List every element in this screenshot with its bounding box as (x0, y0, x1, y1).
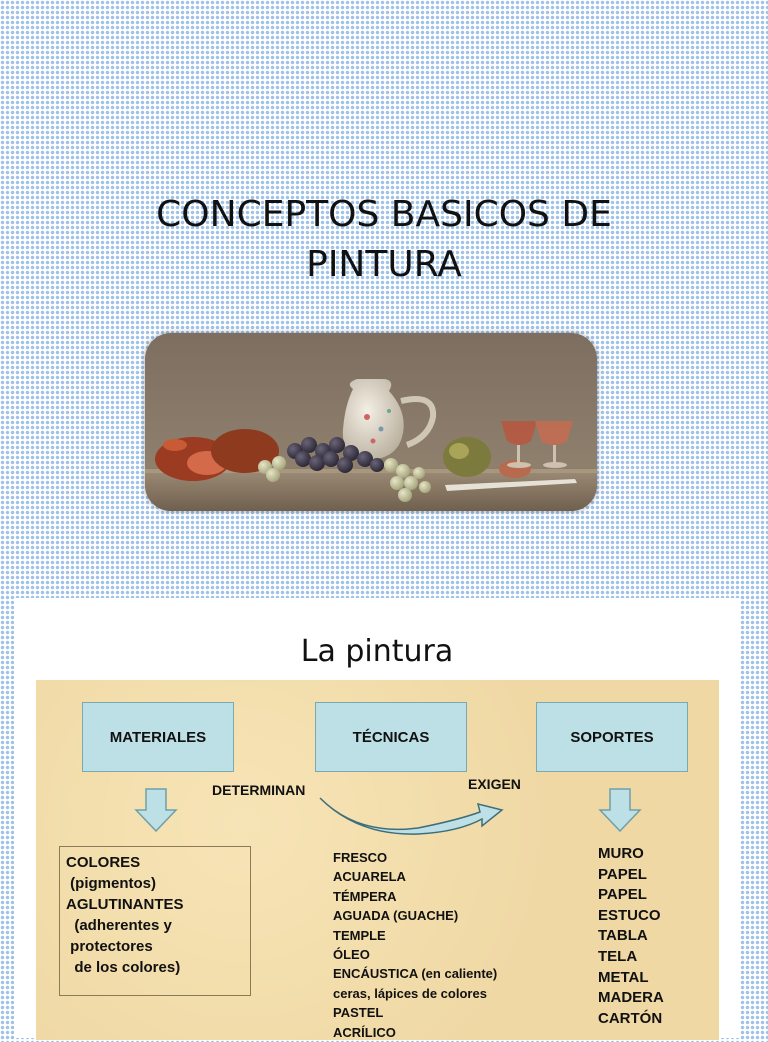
materiales-list-item: AGLUTINANTES (66, 896, 184, 913)
soportes-list-item: ESTUCO (598, 906, 661, 924)
still-life-painting (145, 333, 597, 511)
soportes-list-item: TELA (598, 947, 638, 965)
materiales-list-item: (pigmentos) (66, 875, 156, 892)
determinan-label: DETERMINAN (212, 782, 306, 798)
soportes-box: SOPORTES (536, 702, 688, 772)
exigen-label: EXIGEN (468, 776, 521, 792)
slide-2: La pintura MATERIALES TÉCNICAS SOPORTES … (14, 598, 740, 1040)
tecnicas-list-item: TEMPLE (333, 927, 386, 943)
tecnicas-list: FRESCO ACUARELA TÉMPERA AGUADA (GUACHE) TEMP… (333, 848, 497, 1042)
materiales-list-item: (adherentes y (66, 917, 172, 934)
tecnicas-list-item: TÉMPERA (333, 888, 397, 904)
slide-2-title: La pintura (300, 634, 454, 669)
soportes-list-item: CARTÓN (598, 1009, 663, 1027)
materiales-list-item: COLORES (66, 854, 141, 871)
soportes-list-item: PAPEL (598, 865, 647, 883)
soportes-list-item: TABLA (598, 927, 648, 945)
slide-title: CONCEPTOS BASICOS DE PINTURA (0, 190, 768, 290)
tecnicas-list-item: ACUARELA (333, 869, 406, 885)
soportes-list: MURO PAPEL PAPEL ESTUCO TABLA TELA METAL MADERA… (598, 844, 664, 1029)
down-arrow-icon (598, 788, 642, 832)
tecnicas-list-item: AGUADA (GUACHE) (333, 908, 459, 924)
painting-image (145, 333, 597, 511)
materiales-list: COLORES (pigmentos) AGLUTINANTES (adheren… (66, 852, 184, 978)
tecnicas-box: TÉCNICAS (315, 702, 467, 772)
soportes-list-item: METAL (598, 968, 649, 986)
soportes-list-item: PAPEL (598, 886, 647, 904)
soportes-list-item: MURO (598, 845, 644, 862)
slide-title-line-1: CONCEPTOS BASICOS DE (156, 194, 612, 235)
tecnicas-list-item: ACRÍLICO (333, 1024, 396, 1040)
materiales-list-item: protectores (66, 938, 153, 955)
slide-title-line-2: PINTURA (306, 244, 462, 285)
tecnicas-list-item: ENCÁUSTICA (en caliente) (333, 966, 498, 982)
down-arrow-icon (134, 788, 178, 832)
soportes-list-item: MADERA (598, 989, 664, 1007)
tecnicas-list-item: ceras, lápices de colores (333, 985, 487, 1001)
tecnicas-list-item: PASTEL (333, 1005, 384, 1021)
materiales-list-box (59, 846, 251, 996)
tecnicas-list-item: FRESCO (333, 850, 388, 865)
materiales-list-item: de los colores) (66, 959, 181, 976)
tecnicas-list-item: ÓLEO (333, 947, 370, 963)
materiales-box: MATERIALES (82, 702, 234, 772)
painting-concept-diagram: MATERIALES TÉCNICAS SOPORTES DETERMINAN … (36, 680, 719, 1040)
curved-arrow-icon (319, 797, 504, 835)
